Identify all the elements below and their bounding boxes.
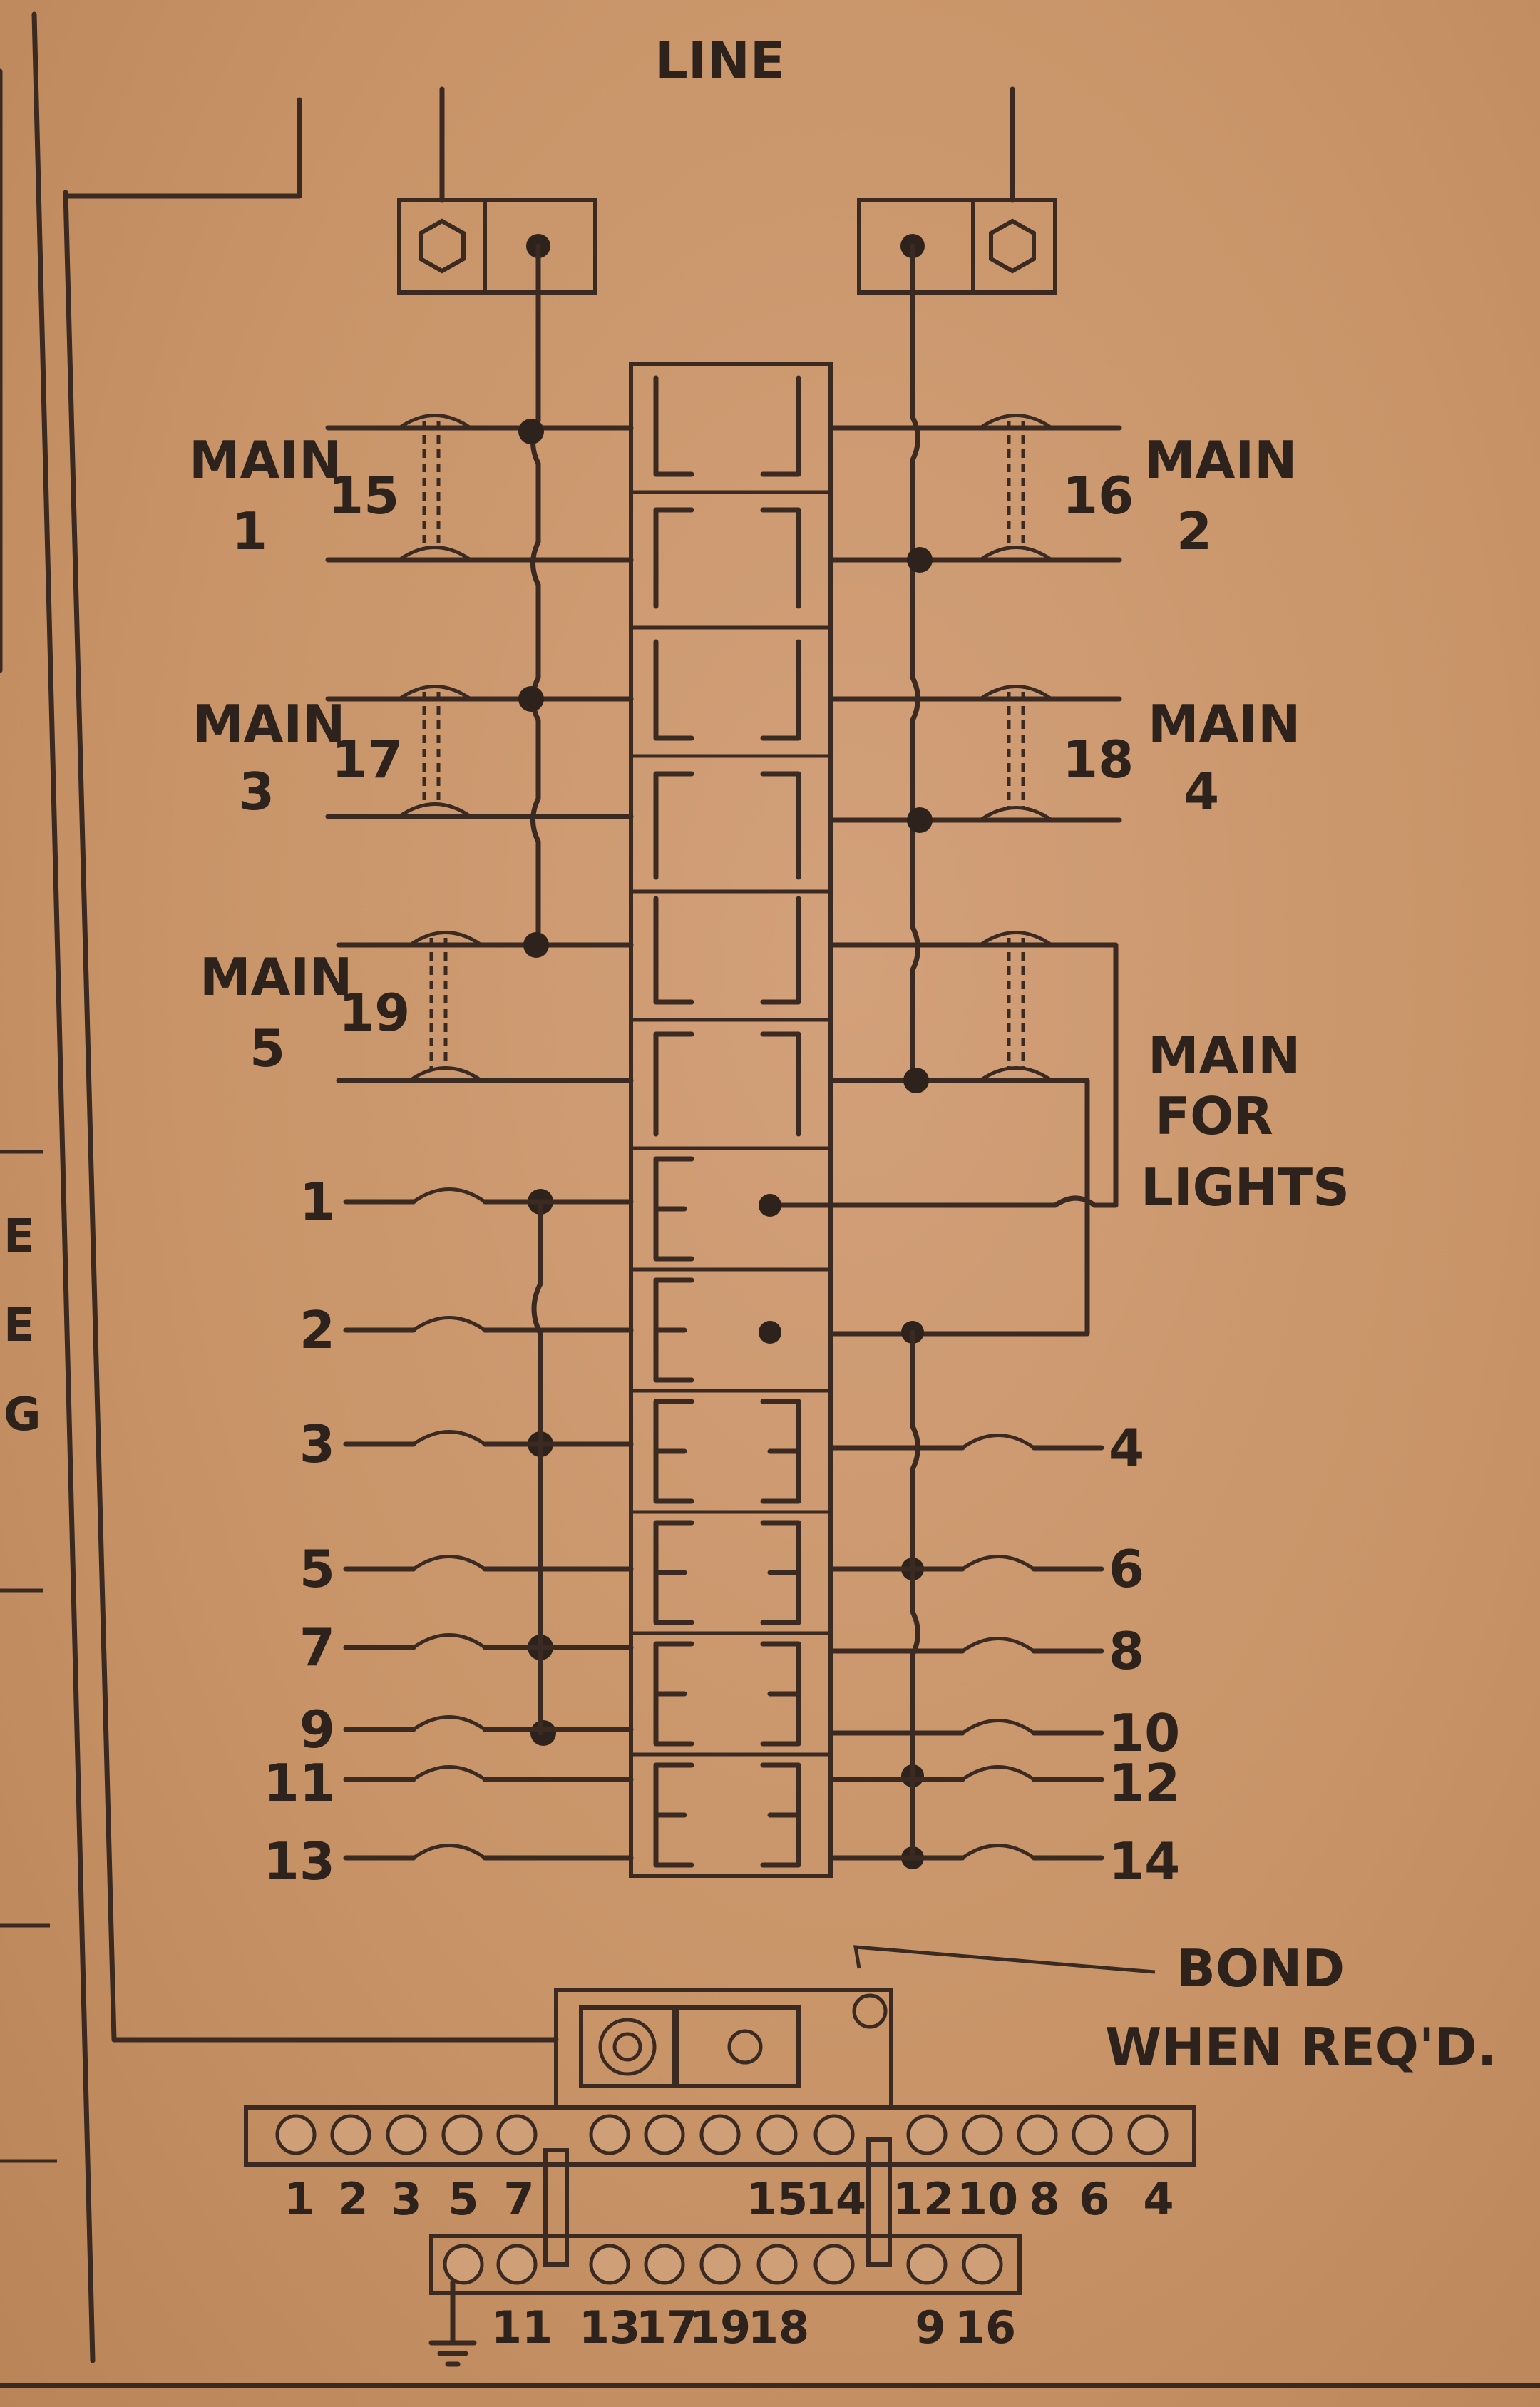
svg-text:5: 5: [448, 2173, 478, 2225]
branch-bus-left: [531, 1199, 543, 1736]
main-3-breaker: 17: [332, 730, 403, 789]
svg-text:3: 3: [391, 2173, 421, 2225]
svg-text:2: 2: [337, 2173, 368, 2225]
frame-line-outer: [31, 11, 96, 2363]
svg-text:9: 9: [915, 2301, 945, 2354]
frame-top-wire: [63, 97, 302, 199]
terminal-strip-top: [244, 2105, 1196, 2167]
main-4-number: 4: [1184, 762, 1219, 822]
svg-text:13: 13: [579, 2301, 640, 2354]
circuit-2: 2: [299, 1300, 335, 1360]
main-3-number: 3: [239, 762, 274, 822]
main-3-name: MAIN: [192, 694, 345, 754]
branch-bus-right: [910, 1329, 920, 1861]
ground-icon: [428, 2279, 477, 2367]
bond-leader-line: [853, 1945, 1156, 1974]
edge-letter-1: E: [4, 1210, 35, 1263]
main-5-name: MAIN: [200, 947, 352, 1007]
svg-text:19: 19: [689, 2301, 751, 2354]
terminal-screws-bottom: [443, 2244, 1003, 2285]
main-1-name: MAIN: [189, 430, 342, 490]
circuit-labels-right: 4 6 8 10 12 14: [1109, 1418, 1180, 1891]
terminal-labels-top: 1 2 3 5 7 15 14 12 10 8 6 4: [284, 2173, 1174, 2225]
circuit-12: 12: [1109, 1753, 1180, 1813]
circuit-8: 8: [1109, 1621, 1144, 1681]
main-1-number: 1: [232, 501, 267, 561]
hex-nut-icon: [989, 218, 1036, 274]
bus-right: [910, 243, 920, 1083]
frame-line-inner: [63, 190, 117, 2043]
svg-text:8: 8: [1029, 2173, 1059, 2225]
line-terminal-right: [857, 198, 1057, 295]
neutral-lug-right: [675, 2005, 801, 2088]
circuit-4: 4: [1109, 1418, 1144, 1478]
bus-left: [530, 243, 541, 948]
bond-label-1: BOND: [1176, 1938, 1345, 1998]
svg-text:18: 18: [748, 2301, 809, 2354]
circuit-14: 14: [1109, 1831, 1180, 1891]
circuit-3: 3: [299, 1414, 335, 1474]
main-2-name: MAIN: [1144, 430, 1297, 490]
circuit-9: 9: [299, 1700, 335, 1759]
breaker-glyphs: [653, 375, 801, 1868]
screw-icon: [727, 2029, 763, 2065]
line-label: LINE: [655, 31, 785, 91]
svg-text:7: 7: [503, 2173, 534, 2225]
neutral-lug-left: [579, 2005, 676, 2088]
main-5-number: 5: [250, 1018, 285, 1078]
lug-bolt-inner-icon: [612, 2032, 642, 2062]
svg-text:12: 12: [893, 2173, 954, 2225]
main-4-breaker: 18: [1062, 730, 1134, 789]
circuit-5: 5: [299, 1539, 335, 1599]
main-for-lights-1: MAIN: [1148, 1026, 1300, 1085]
main-1-breaker: 15: [328, 466, 399, 526]
main-breakers-right: [764, 414, 1122, 1337]
terminal-strip-bottom: [429, 2234, 1022, 2295]
main-5-breaker: 19: [339, 983, 410, 1043]
breaker-slots: [631, 490, 831, 1757]
circuit-1: 1: [299, 1172, 335, 1232]
edge-letter-3: G: [4, 1389, 41, 1441]
branch-circuits-left: [343, 1187, 634, 1861]
branch-circuits-right: [828, 1434, 1104, 1861]
breaker-stack: [629, 362, 833, 1878]
strip-link-left: [543, 2148, 569, 2267]
svg-text:1: 1: [284, 2173, 314, 2225]
edge-letter-2: E: [4, 1299, 35, 1352]
main-2-number: 2: [1176, 501, 1212, 561]
main-labels: MAIN 1 15 MAIN 2 16 MAIN 3 17 MAIN 4 18 …: [189, 430, 1350, 1217]
svg-text:10: 10: [957, 2173, 1018, 2225]
junction-nodes: [518, 419, 933, 1869]
svg-text:4: 4: [1143, 2173, 1174, 2225]
main-4-name: MAIN: [1148, 694, 1300, 754]
svg-text:17: 17: [636, 2301, 697, 2354]
circuit-10: 10: [1109, 1703, 1180, 1763]
svg-text:14: 14: [805, 2173, 866, 2225]
main-for-lights-2: FOR: [1155, 1086, 1273, 1146]
svg-text:16: 16: [955, 2301, 1016, 2354]
main-2-breaker: 16: [1062, 466, 1134, 526]
hex-nut-icon: [419, 218, 466, 274]
terminal-labels-bottom: 11 13 17 19 18 9 16: [491, 2301, 1016, 2354]
terminal-screws-top: [275, 2114, 1169, 2155]
circuit-11: 11: [264, 1753, 335, 1813]
bond-label-2: WHEN REQ'D.: [1105, 2017, 1497, 2077]
main-for-lights-3: LIGHTS: [1141, 1157, 1350, 1217]
circuit-7: 7: [299, 1618, 335, 1677]
svg-text:11: 11: [491, 2301, 553, 2354]
main-breakers-left: [325, 414, 634, 1083]
bond-screw-icon: [852, 1993, 888, 2029]
svg-text:15: 15: [746, 2173, 808, 2225]
circuit-13: 13: [264, 1831, 335, 1891]
svg-text:6: 6: [1079, 2173, 1109, 2225]
circuit-labels-left: 1 2 3 5 7 9 11 13: [264, 1172, 335, 1891]
line-terminal-left: [397, 198, 597, 295]
circuit-6: 6: [1109, 1539, 1144, 1599]
strip-link-right: [866, 2137, 892, 2267]
lug-bolt-icon: [598, 2018, 657, 2076]
